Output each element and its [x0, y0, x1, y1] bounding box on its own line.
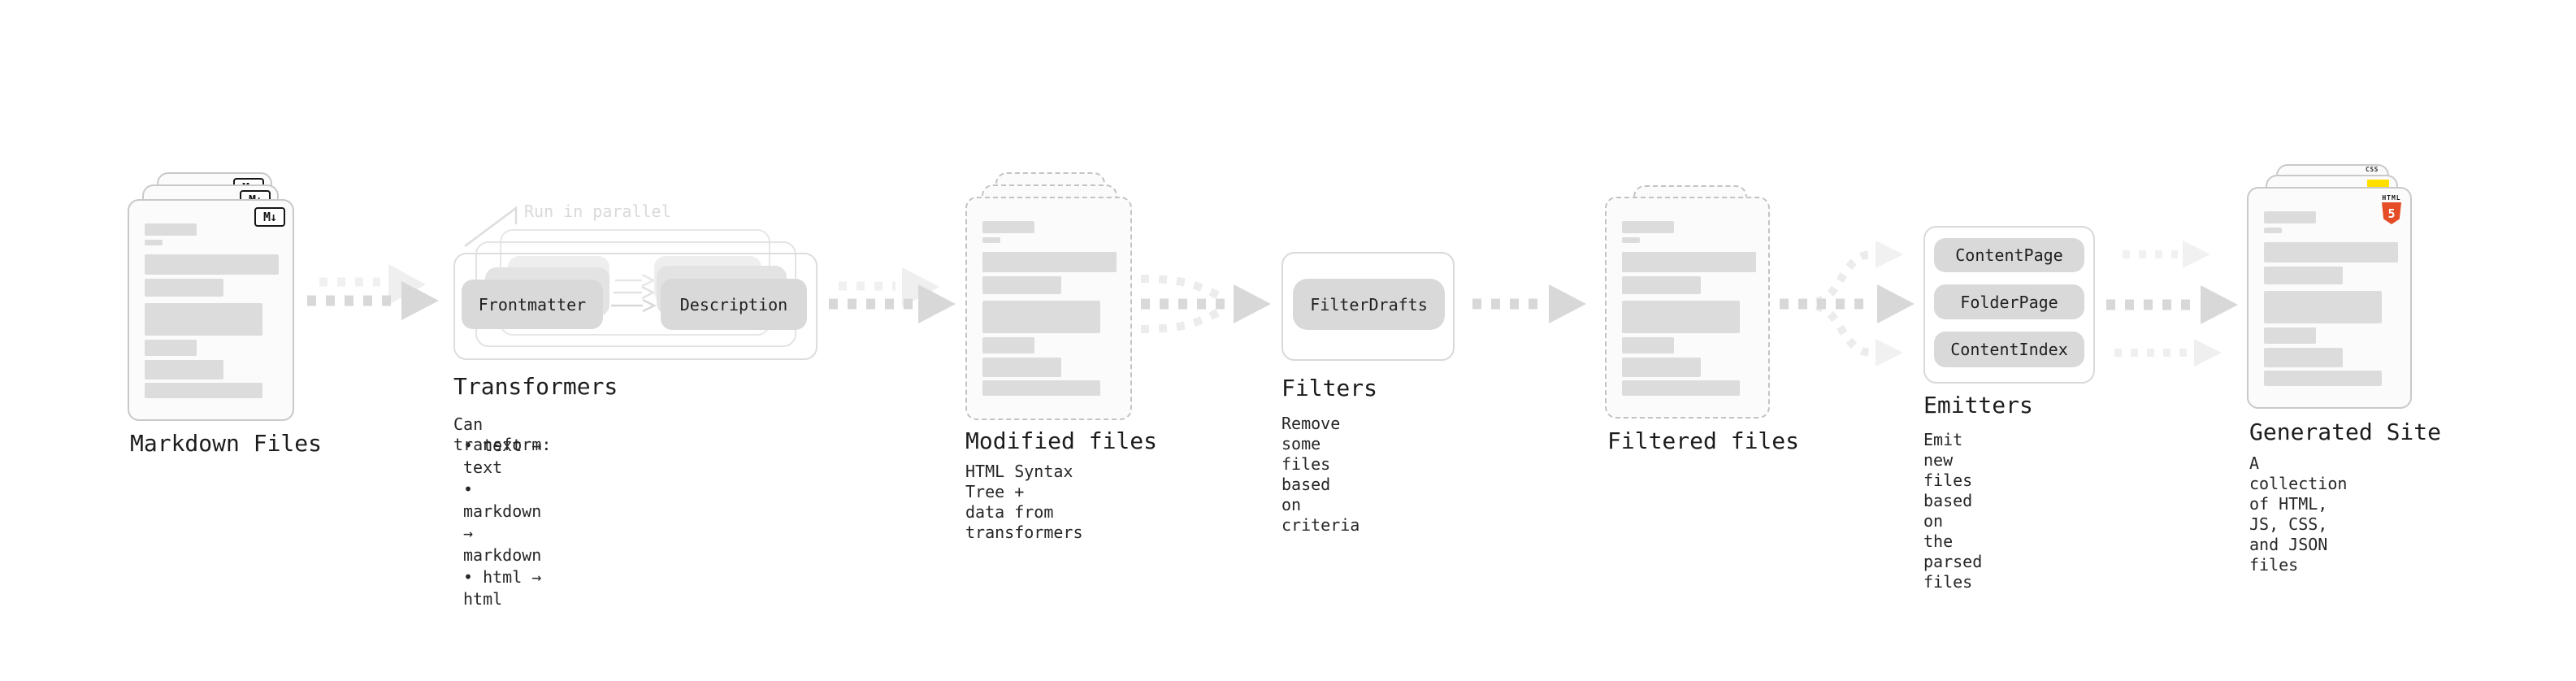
stage-label-filtered-files: Filtered files — [1607, 427, 1800, 454]
stage-label-generated-site: Generated Site — [2249, 419, 2442, 445]
file-content-placeholder — [982, 221, 1117, 396]
arrow-filtered-to-emitters-split — [1780, 241, 1915, 367]
arrow-emitters-to-site — [2106, 241, 2238, 367]
stage-label-modified-files: Modified files — [965, 427, 1158, 454]
contentindex-node-label: ContentIndex — [1950, 340, 2068, 359]
modified-file-card-front — [965, 197, 1132, 420]
generated-site-description: A collection of HTML, JS, CSS, and JSON … — [2249, 453, 2348, 575]
filtered-file-card-front — [1605, 197, 1770, 419]
stage-label-markdown-files: Markdown Files — [130, 430, 323, 457]
bullet-item: • markdown → markdown — [463, 479, 542, 565]
run-in-parallel-annotation: Run in parallel — [524, 202, 671, 221]
arrow-markdown-to-transformers — [307, 264, 439, 320]
bullet-item: • text → text — [463, 436, 542, 477]
file-content-placeholder — [2264, 211, 2398, 386]
file-content-placeholder — [1622, 221, 1756, 396]
description-node: Description — [661, 279, 807, 330]
contentpage-node-label: ContentPage — [1955, 245, 2063, 265]
filters-description: Remove some files based on criteria — [1281, 414, 1360, 535]
description-node-label: Description — [679, 294, 788, 314]
emitters-description: Emit new files based on the parsed files — [1923, 430, 1983, 592]
transformers-description: Can transform: — [453, 414, 552, 454]
arrow-filters-to-filtered — [1472, 284, 1586, 323]
frontmatter-node: Frontmatter — [462, 280, 603, 329]
frontmatter-node-label: Frontmatter — [478, 294, 587, 314]
filterdrafts-node-label: FilterDrafts — [1310, 294, 1428, 314]
html5-icon: HTML 5 — [2381, 194, 2402, 224]
file-content-placeholder — [145, 223, 279, 398]
contentpage-node: ContentPage — [1934, 238, 2084, 272]
filterdrafts-node: FilterDrafts — [1293, 279, 1445, 330]
site-file-card-html: HTML 5 — [2247, 187, 2412, 409]
arrow-transformers-to-modified — [829, 267, 956, 323]
contentindex-node: ContentIndex — [1934, 332, 2084, 367]
transformers-bullet-list: • text → text • markdown → markdown • ht… — [463, 435, 541, 610]
folderpage-node: FolderPage — [1934, 284, 2084, 319]
stage-label-filters: Filters — [1281, 375, 1378, 401]
markdown-icon: M↓ — [254, 207, 285, 227]
folderpage-node-label: FolderPage — [1960, 292, 2058, 312]
modified-files-description: HTML Syntax Tree + data from transformer… — [965, 462, 1083, 542]
stage-label-emitters: Emitters — [1923, 392, 2033, 419]
arrow-modified-to-filters-merge — [1140, 275, 1271, 333]
transformer-layer-front — [453, 253, 817, 360]
bullet-item: • html → html — [463, 567, 542, 609]
markdown-file-card-front: M↓ — [128, 199, 294, 421]
stage-label-transformers: Transformers — [453, 373, 618, 400]
